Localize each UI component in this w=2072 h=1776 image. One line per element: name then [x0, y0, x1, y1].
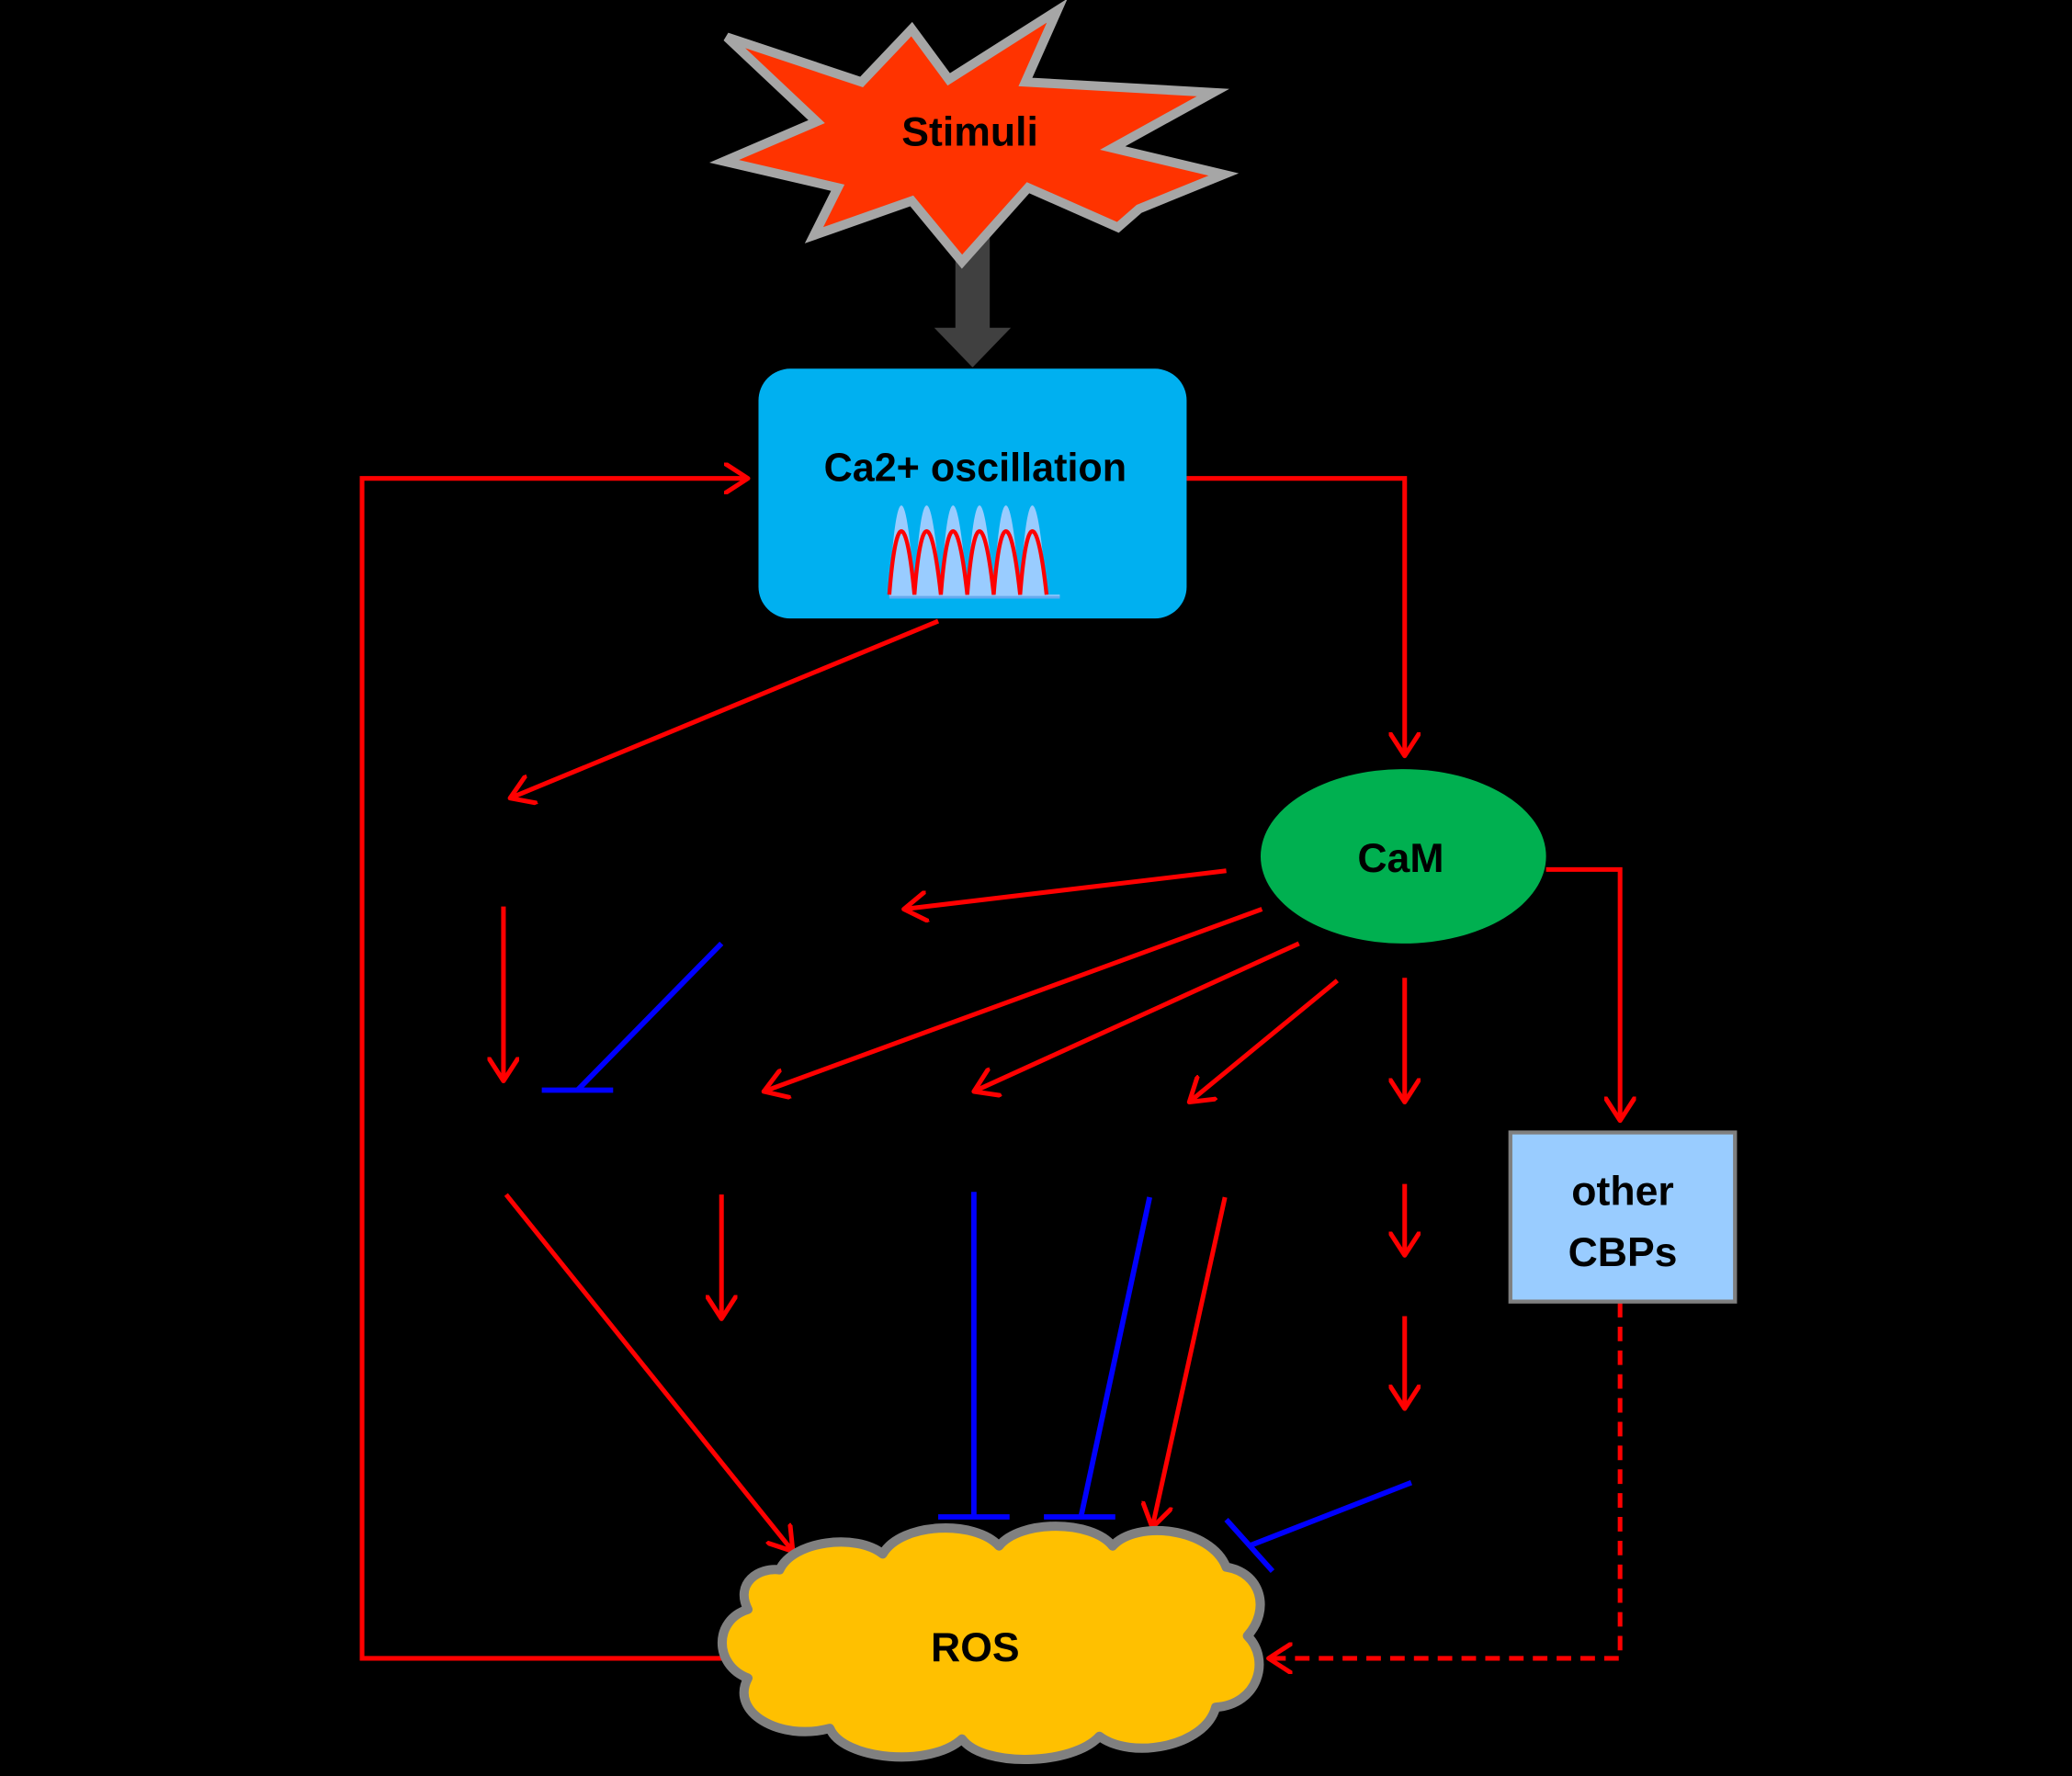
rboh-to-ros-arrow: [504, 1193, 793, 1551]
other-cbps-box: [1508, 1130, 1738, 1304]
cam-to-mpk8-arrow: [904, 868, 1227, 910]
ros-to-ca-feedback-arrow: [359, 479, 748, 1661]
cat-label: CAT: [915, 1122, 996, 1167]
ca-oscillation-node: Ca2+ oscillation: [758, 368, 1187, 619]
ca-to-cam-arrow: [1186, 476, 1404, 756]
pod-label: POD: [1153, 1122, 1242, 1167]
other-cbps-label-line2: CBPs: [1568, 1230, 1678, 1275]
ca-oscillation-label: Ca2+ oscillation: [824, 447, 1127, 491]
cam-to-pod-arrow: [1189, 978, 1339, 1102]
gaba-shunt-inhibits-ros: [1224, 1479, 1412, 1573]
mpk8-inhibits-rboh: [541, 941, 724, 1093]
calcium-oscillation-wave-icon: [887, 505, 1060, 599]
cam-to-other-cbps-arrow: [1546, 866, 1621, 1120]
starburst-shape: [708, 0, 1240, 269]
ros-cloud-shape: [717, 1521, 1265, 1764]
cam-to-cat-arrow: [974, 941, 1300, 1092]
pod-to-ros-arrow: [1152, 1196, 1228, 1528]
unknown-link-label: ?: [1552, 1587, 1577, 1632]
gad-label: GAD: [1359, 1122, 1450, 1167]
stimuli-label: Stimuli: [901, 109, 1038, 154]
ros-node: ROS: [717, 1521, 1265, 1764]
pod-inhibits-ros: [1044, 1196, 1152, 1520]
stimuli-node: Stimuli: [708, 0, 1240, 269]
other-cbps-node: other CBPs: [1508, 1130, 1738, 1304]
nadph-label: NADPH: [675, 1341, 821, 1386]
gaba-shunt-label: GABA shunt: [1277, 1409, 1519, 1454]
gaba-label: GABA: [1356, 1264, 1477, 1309]
cam-to-nadk-arrow: [764, 907, 1263, 1092]
cam-label: CaM: [1357, 836, 1444, 881]
cdpk-label: CDPK: [458, 836, 573, 881]
nadk-label: NADK: [677, 1122, 796, 1167]
cat-inhibits-ros: [938, 1192, 1010, 1520]
mpk8-label: MPK8: [749, 905, 863, 950]
cam-ellipse: [1260, 769, 1546, 944]
ca-to-cdpk-arrow: [510, 618, 940, 798]
cam-node: CaM: [1260, 769, 1546, 944]
ca-oscillation-box: [758, 368, 1187, 619]
rboh-label: RBOH: [434, 1122, 554, 1167]
ros-label: ROS: [931, 1625, 1020, 1670]
other-cbps-label-line1: other: [1571, 1170, 1673, 1215]
